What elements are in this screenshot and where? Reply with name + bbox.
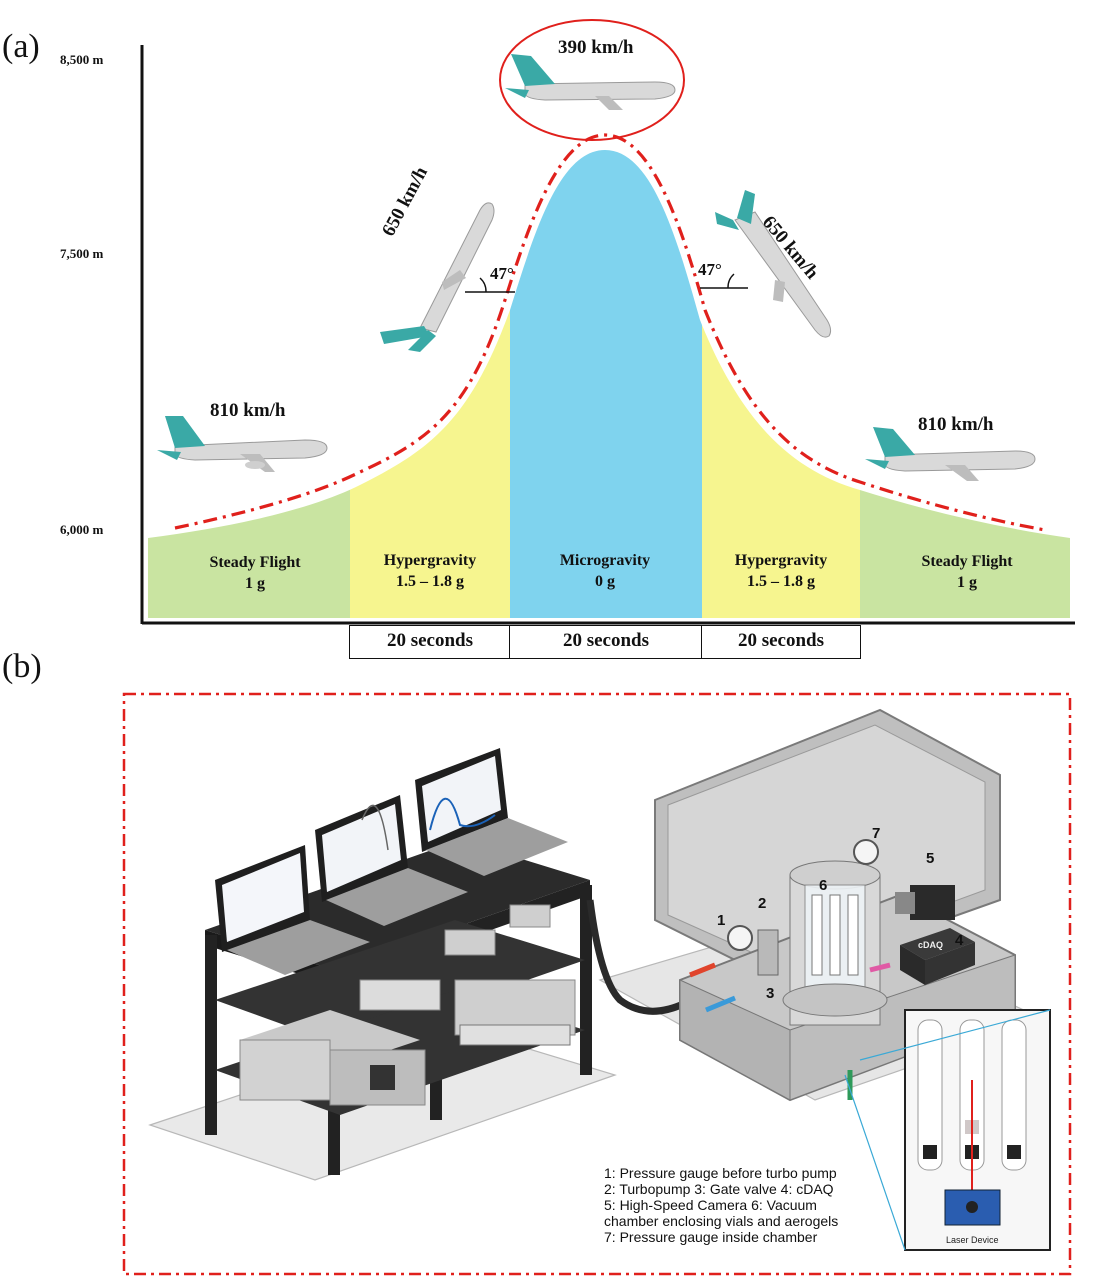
pressure-gauge-icon-1 [727,925,753,951]
laptop-icon-3 [415,748,568,876]
angle-mark-left [465,277,515,293]
altitude-label-6000: 6,000 m [60,522,104,537]
callout-1: 1 [717,912,726,929]
duration-box-hyper-left: 20 seconds [349,625,511,659]
apex-highlight-circle [499,19,685,141]
pressure-gauge-icon-7 [853,839,879,865]
altitude-label-7500: 7,500 m [60,246,104,261]
callout-4: 4 [955,932,964,949]
turbopump-icon [757,929,779,976]
angle-label-left: 47° [490,264,514,283]
airplane-icon-descent [715,190,832,338]
speed-label-left-level: 810 km/h [210,400,286,421]
airplane-icon-apex [505,54,676,110]
legend-line-1: 1: Pressure gauge before turbo pump [604,1165,837,1181]
inset-connector-1 [844,1074,906,1251]
angle-label-right: 47° [698,260,722,279]
cdaq-label: cDAQ [918,940,944,950]
altitude-label-8500: 8,500 m [60,52,104,67]
phase-label-micro: Microgravity 0 g [530,550,680,592]
callout-2: 2 [758,895,767,912]
steady-flight-right-fill [860,490,1070,618]
phase-g: 1 g [957,574,977,591]
speed-label-apex: 390 km/h [558,37,634,58]
vacuum-chamber [782,860,888,1026]
airplane-icon-climb [380,202,495,352]
laser-device-label: Laser Device [946,1235,999,1245]
arrow-red [689,962,716,978]
setup-dashed-frame [122,692,1072,1276]
angle-mark-right [700,273,748,289]
hypergravity-right-fill [702,324,860,618]
phase-label-hyper-left: Hypergravity 1.5 – 1.8 g [355,550,505,592]
laser-inset [904,1009,1051,1251]
arrow-pink [869,962,891,973]
panel-a-label: (a) [2,28,40,65]
phase-label-steady-right: Steady Flight 1 g [892,551,1042,593]
callout-7: 7 [872,825,881,842]
duration-box-hyper-right: 20 seconds [701,625,861,659]
phase-name: Steady Flight [209,554,301,571]
high-speed-camera-icon [895,885,955,920]
hypergravity-left-fill [350,310,510,618]
phase-g: 1.5 – 1.8 g [747,573,815,590]
speed-label-right-level: 810 km/h [918,414,994,435]
phase-name: Microgravity [559,552,651,569]
phase-name: Hypergravity [734,552,828,569]
phase-label-steady-left: Steady Flight 1 g [180,552,330,594]
arrow-blue [705,995,736,1013]
phase-g: 1.5 – 1.8 g [396,573,464,590]
inset-connector-2 [859,1009,1051,1061]
phase-g: 1 g [245,575,265,592]
laptop-icon-2 [315,795,468,926]
flight-trajectory [174,133,1046,532]
phase-name: Steady Flight [921,553,1013,570]
legend-line-3: 5: High-Speed Camera 6: Vacuum [604,1197,817,1213]
phase-name: Hypergravity [383,552,477,569]
experimental-setup-illustration [122,692,1072,1276]
phase-label-hyper-right: Hypergravity 1.5 – 1.8 g [706,550,856,592]
cdaq-icon [900,928,975,985]
callout-3: 3 [766,985,775,1002]
component-legend: 1: Pressure gauge before turbo pump 2: T… [604,1165,838,1245]
phase-g: 0 g [595,573,615,590]
duration-box-micro: 20 seconds [509,625,703,659]
steady-flight-left-fill [148,489,350,618]
callout-6: 6 [819,877,828,894]
laptop-icon-1 [215,845,370,975]
airplane-icon-left-level [157,416,328,472]
legend-line-2: 2: Turbopump 3: Gate valve 4: cDAQ [604,1181,834,1197]
parabolic-flight-diagram [140,19,1075,625]
callout-5: 5 [926,850,935,867]
phase-fill-regions [148,150,1070,618]
panel-b-label: (b) [2,648,42,685]
airplane-icon-right-level [865,427,1036,481]
legend-line-4: chamber enclosing vials and aerogels [604,1213,839,1229]
legend-line-5: 7: Pressure gauge inside chamber [604,1229,818,1245]
microgravity-fill [510,150,702,618]
